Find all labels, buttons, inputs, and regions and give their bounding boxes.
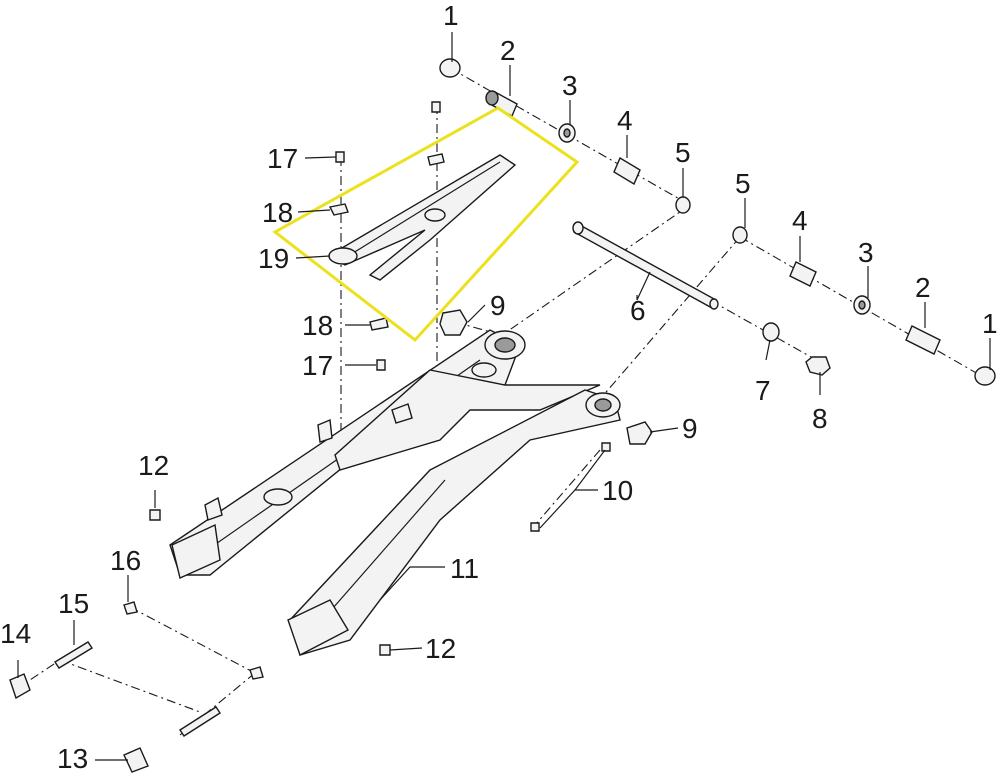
pivot-bolt <box>572 221 719 310</box>
bearing-stack-lower <box>732 226 996 386</box>
callout-label-c6: 6 <box>630 295 646 326</box>
callout-label-c12a: 12 <box>138 450 169 481</box>
nut-16b <box>249 666 264 680</box>
callout-label-c1b: 1 <box>982 308 998 339</box>
bolt-10a <box>601 442 611 452</box>
washer-7 <box>762 322 780 342</box>
callout-label-c15: 15 <box>58 588 89 619</box>
callout-label-c13: 13 <box>57 743 88 774</box>
callout-label-c7: 7 <box>755 375 771 406</box>
callout-label-c16: 16 <box>110 545 141 576</box>
callout-label-c4b: 4 <box>792 205 808 236</box>
callout-label-c1a: 1 <box>443 0 459 31</box>
bolt-12a <box>149 509 161 521</box>
nut-16a <box>123 601 138 615</box>
callout-label-c3a: 3 <box>562 70 578 101</box>
end-plate-14 <box>9 673 31 700</box>
callout-label-c14: 14 <box>0 618 31 649</box>
adjuster-hardware <box>9 442 611 773</box>
callout-label-c17b: 17 <box>302 350 333 381</box>
callout-label-c2a: 2 <box>500 35 516 66</box>
callout-label-c4a: 4 <box>617 105 633 136</box>
callout-label-c18b: 18 <box>302 310 333 341</box>
callout-label-c5b: 5 <box>735 168 751 199</box>
callout-label-c8: 8 <box>812 403 828 434</box>
adjuster-nuts-9 <box>439 309 653 445</box>
adjust-bolt-15a <box>54 641 93 669</box>
callout-label-c12b: 12 <box>425 633 456 664</box>
adjust-bolt-15b <box>179 706 221 737</box>
end-plate-13 <box>123 747 149 773</box>
callout-label-c11: 11 <box>450 553 479 584</box>
callout-label-c5a: 5 <box>675 137 691 168</box>
bearing-stack-upper <box>439 58 691 214</box>
bolt-12b <box>379 644 391 656</box>
callout-label-c10: 10 <box>602 475 633 506</box>
chain-guard-assembly <box>328 101 517 371</box>
callout-label-c17a: 17 <box>267 143 298 174</box>
callout-label-c18a: 18 <box>262 197 293 228</box>
seal-ring-1a <box>439 58 461 78</box>
highlight-box <box>272 106 580 343</box>
callout-label-c9a: 9 <box>490 290 506 321</box>
nut-8 <box>805 356 831 376</box>
callout-label-c3b: 3 <box>858 237 874 268</box>
callout-label-c19: 19 <box>258 243 289 274</box>
bolt-10b <box>530 522 540 532</box>
callout-label-c9b: 9 <box>682 413 698 444</box>
callout-leaders <box>17 32 991 761</box>
swingarm <box>169 329 621 656</box>
callout-label-c2b: 2 <box>915 272 931 303</box>
